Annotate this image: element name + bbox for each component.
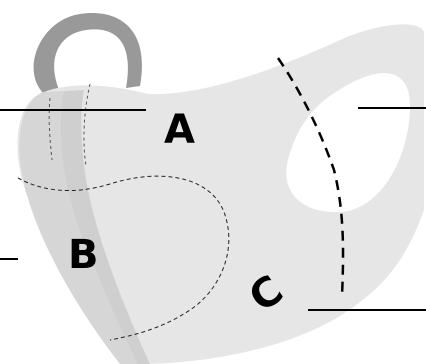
dashed-seam-left-2 (83, 83, 91, 167)
zone-label-b: B (68, 232, 99, 278)
zone-c-boundary (276, 57, 345, 297)
zone-label-a: A (164, 107, 195, 153)
zone-b-outline (17, 175, 230, 341)
ear-loop (33, 13, 142, 95)
mask-inner-band (60, 90, 151, 364)
dashed-seam-left-1 (48, 97, 53, 161)
